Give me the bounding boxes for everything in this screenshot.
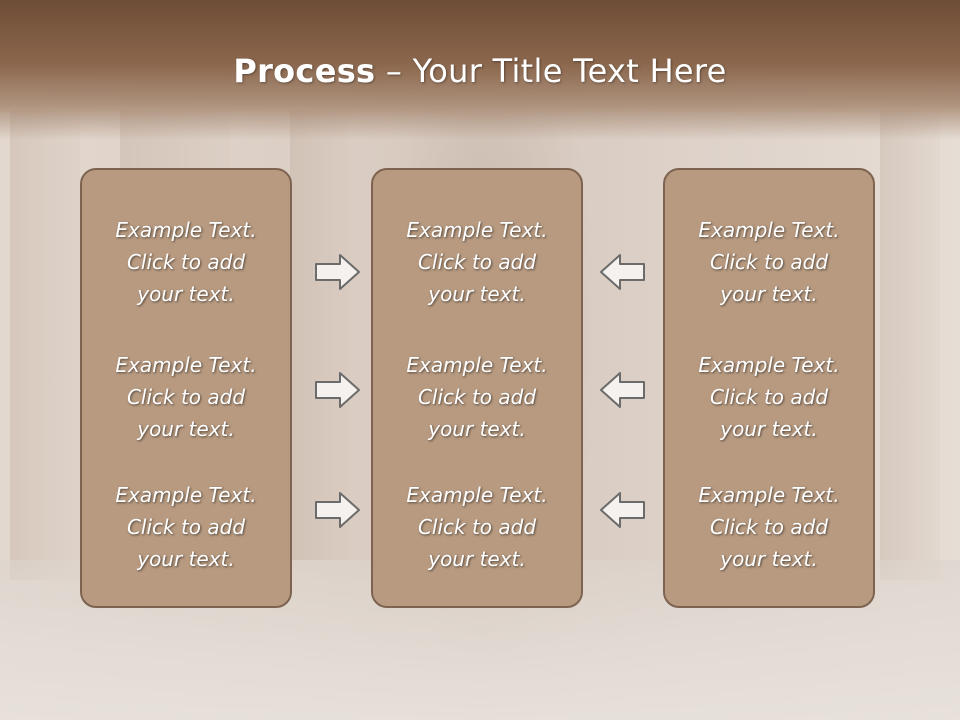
background-pillar xyxy=(290,110,350,560)
text-line: Example Text. xyxy=(698,218,840,242)
text-block[interactable]: Example Text. Click to add your text. xyxy=(665,479,873,575)
text-block[interactable]: Example Text. Click to add your text. xyxy=(373,214,581,310)
arrow-right-icon xyxy=(315,492,360,528)
text-line: your text. xyxy=(428,547,526,571)
text-block[interactable]: Example Text. Click to add your text. xyxy=(82,479,290,575)
text-line: Click to add xyxy=(709,515,829,539)
title-bar xyxy=(0,0,960,140)
title-rest: – Your Title Text Here xyxy=(375,52,727,90)
text-line: your text. xyxy=(720,417,818,441)
text-line: Click to add xyxy=(126,250,246,274)
title-bold: Process xyxy=(233,52,376,90)
text-block[interactable]: Example Text. Click to add your text. xyxy=(373,479,581,575)
text-line: Click to add xyxy=(417,385,537,409)
text-panel-left[interactable]: Example Text. Click to add your text. Ex… xyxy=(80,168,292,608)
text-line: Example Text. xyxy=(406,483,548,507)
text-line: Click to add xyxy=(709,385,829,409)
background-pillar xyxy=(880,110,940,580)
text-panel-right[interactable]: Example Text. Click to add your text. Ex… xyxy=(663,168,875,608)
text-line: Example Text. xyxy=(115,483,257,507)
text-line: your text. xyxy=(137,547,235,571)
text-line: Example Text. xyxy=(406,218,548,242)
text-block[interactable]: Example Text. Click to add your text. xyxy=(82,349,290,445)
slide-title[interactable]: Process – Your Title Text Here xyxy=(0,52,960,90)
text-line: your text. xyxy=(137,417,235,441)
arrow-left-icon xyxy=(600,372,645,408)
text-line: Click to add xyxy=(417,515,537,539)
background-pillar xyxy=(10,110,80,580)
text-line: your text. xyxy=(720,282,818,306)
text-line: your text. xyxy=(137,282,235,306)
text-line: Click to add xyxy=(126,515,246,539)
text-panel-center[interactable]: Example Text. Click to add your text. Ex… xyxy=(371,168,583,608)
arrow-left-icon xyxy=(600,492,645,528)
text-line: Example Text. xyxy=(698,483,840,507)
text-line: Click to add xyxy=(417,250,537,274)
text-line: Click to add xyxy=(709,250,829,274)
text-block[interactable]: Example Text. Click to add your text. xyxy=(82,214,290,310)
text-line: Example Text. xyxy=(115,353,257,377)
arrow-right-icon xyxy=(315,372,360,408)
text-line: Example Text. xyxy=(115,218,257,242)
text-line: your text. xyxy=(720,547,818,571)
arrow-left-icon xyxy=(600,254,645,290)
text-line: your text. xyxy=(428,417,526,441)
text-block[interactable]: Example Text. Click to add your text. xyxy=(665,214,873,310)
text-line: Example Text. xyxy=(698,353,840,377)
text-block[interactable]: Example Text. Click to add your text. xyxy=(373,349,581,445)
arrow-right-icon xyxy=(315,254,360,290)
text-block[interactable]: Example Text. Click to add your text. xyxy=(665,349,873,445)
text-line: Click to add xyxy=(126,385,246,409)
text-line: Example Text. xyxy=(406,353,548,377)
text-line: your text. xyxy=(428,282,526,306)
